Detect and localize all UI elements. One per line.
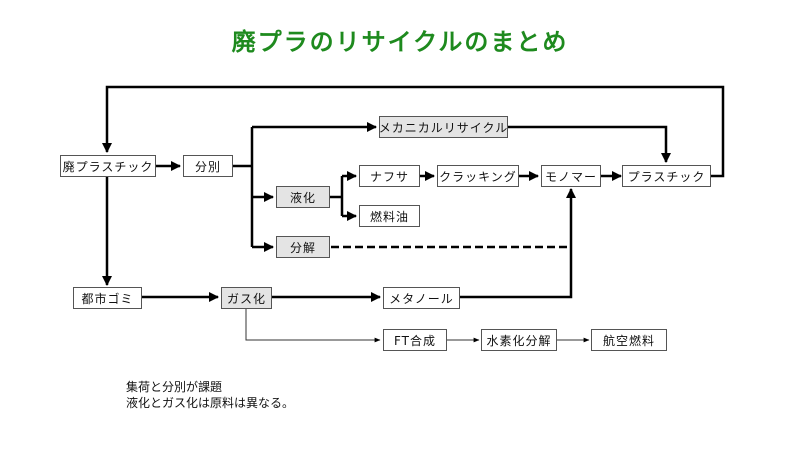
node-nafusa: ナフサ <box>359 165 420 187</box>
node-cracking: クラッキング <box>437 165 519 187</box>
diagram-title: 廃プラのリサイクルのまとめ <box>231 28 569 56</box>
node-bunbetsu: 分別 <box>183 155 233 177</box>
node-nenryouyu: 燃料油 <box>359 205 420 227</box>
node-koukuu: 航空燃料 <box>591 329 667 351</box>
note-line: 集荷と分別が課題 <box>126 380 223 394</box>
arrow-gasuka-ft <box>245 308 381 343</box>
node-gasuka: ガス化 <box>221 287 272 309</box>
note-line: 液化とガス化は原料は異なる。 <box>126 396 295 410</box>
notes: 集荷と分別が課題 液化とガス化は原料は異なる。 <box>126 379 294 411</box>
node-bunkai: 分解 <box>276 236 330 258</box>
node-suisoka: 水素化分解 <box>481 329 557 351</box>
arrow-mechanical-plastic <box>508 125 671 163</box>
node-haipura: 廃プラスチック <box>60 155 156 177</box>
node-ft: FT合成 <box>383 329 447 351</box>
node-plastic: プラスチック <box>622 165 711 187</box>
node-toshigomi: 都市ゴミ <box>73 287 142 309</box>
node-ekika: 液化 <box>276 186 330 208</box>
arrow-methanol-monomer <box>460 188 576 299</box>
node-monomer: モノマー <box>541 165 601 187</box>
node-mechanical: メカニカルリサイクル <box>379 116 508 138</box>
node-methanol: メタノール <box>383 287 460 309</box>
loop-back-line <box>102 85 725 178</box>
